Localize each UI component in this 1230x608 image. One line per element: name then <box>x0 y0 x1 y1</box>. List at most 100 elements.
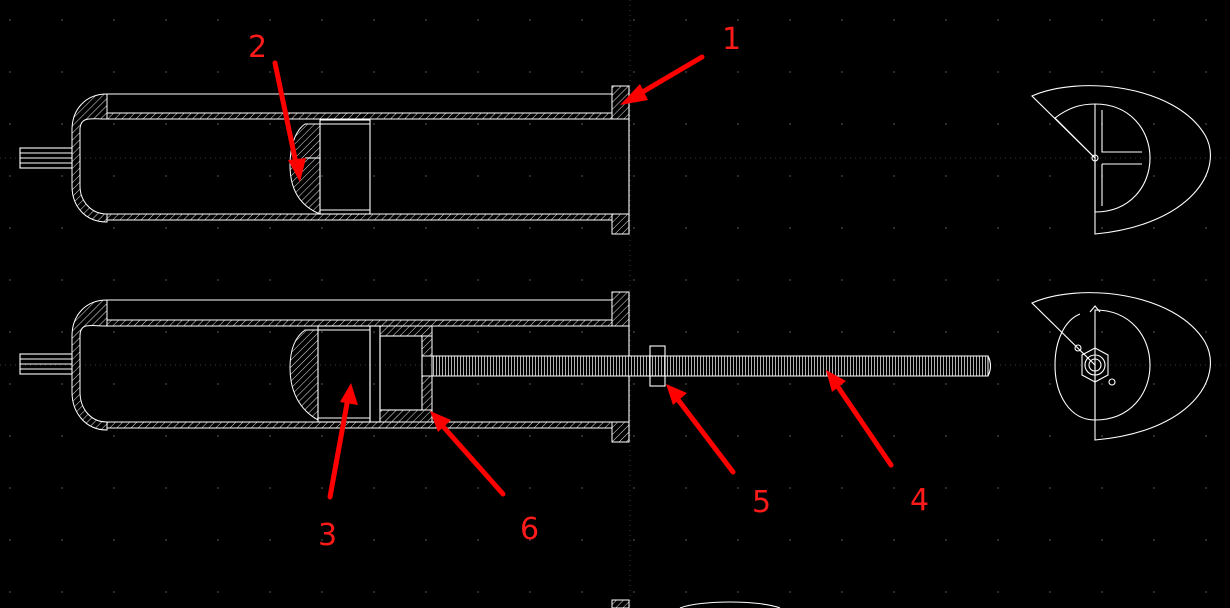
grid-dot <box>1205 19 1207 21</box>
grid-dot <box>1153 487 1155 489</box>
grid-dot <box>9 71 11 73</box>
grid-dot <box>269 539 271 541</box>
grid-dot <box>893 331 895 333</box>
grid-dot <box>945 19 947 21</box>
grid-dot <box>165 19 167 21</box>
grid-dot <box>165 175 167 177</box>
grid-dot <box>633 539 635 541</box>
grid-dot <box>1101 383 1103 385</box>
grid-dot <box>113 331 115 333</box>
end-view-bottom <box>1031 292 1211 441</box>
grid-dot <box>893 591 895 593</box>
grid-dot <box>893 227 895 229</box>
grid-dot <box>425 227 427 229</box>
grid-dot <box>685 383 687 385</box>
grid-dot <box>685 279 687 281</box>
grid-dot <box>581 175 583 177</box>
grid-dot <box>1101 487 1103 489</box>
grid-dot <box>841 71 843 73</box>
grid-dot <box>1101 227 1103 229</box>
grid-dot <box>269 175 271 177</box>
grid-dot <box>425 487 427 489</box>
grid-dot <box>1153 435 1155 437</box>
grid-dot <box>1205 71 1207 73</box>
grid-dot <box>997 383 999 385</box>
grid-dot <box>997 175 999 177</box>
grid-dot <box>9 539 11 541</box>
grid-dot <box>165 123 167 125</box>
grid-dot <box>425 19 427 21</box>
grid-dot <box>529 123 531 125</box>
grid-dot <box>633 435 635 437</box>
grid-dot <box>113 123 115 125</box>
grid-dot <box>997 539 999 541</box>
grid-dot <box>425 279 427 281</box>
grid-dot <box>529 279 531 281</box>
grid-dot <box>997 19 999 21</box>
grid-dot <box>373 123 375 125</box>
grid-dot <box>789 435 791 437</box>
callout-label-1: 1 <box>722 22 741 57</box>
grid-dot <box>841 539 843 541</box>
grid-dot <box>1153 19 1155 21</box>
grid-dot <box>737 383 739 385</box>
grid-dot <box>9 331 11 333</box>
grid-dot <box>1205 331 1207 333</box>
grid-dot <box>1153 123 1155 125</box>
grid-dot <box>893 383 895 385</box>
grid-dot <box>269 71 271 73</box>
grid-dot <box>373 539 375 541</box>
grid-dot <box>1205 227 1207 229</box>
grid-dot <box>685 71 687 73</box>
grid-dot <box>841 591 843 593</box>
grid-dot <box>477 539 479 541</box>
grid-dot <box>581 19 583 21</box>
grid-dot <box>841 279 843 281</box>
grid-dot <box>893 123 895 125</box>
grid-dot <box>789 123 791 125</box>
grid-dot <box>321 279 323 281</box>
callout-arrow-5 <box>673 394 736 475</box>
grid-dot <box>1049 175 1051 177</box>
grid-dot <box>737 591 739 593</box>
grid-dot <box>893 175 895 177</box>
grid-dot <box>633 19 635 21</box>
grid-dot <box>1049 19 1051 21</box>
grid-dot <box>633 71 635 73</box>
grid-dot <box>165 591 167 593</box>
grid-dot <box>1049 539 1051 541</box>
grid-dot <box>1153 227 1155 229</box>
grid-dot <box>113 227 115 229</box>
grid-dot <box>1101 279 1103 281</box>
grid-dot <box>789 19 791 21</box>
grid-dot <box>61 539 63 541</box>
grid-dot <box>529 175 531 177</box>
grid-dot <box>477 383 479 385</box>
grid-dot <box>217 539 219 541</box>
grid-dot <box>9 19 11 21</box>
grid-dot <box>685 435 687 437</box>
grid-dot <box>685 487 687 489</box>
grid-dot <box>477 19 479 21</box>
grid-dot <box>477 435 479 437</box>
grid-dot <box>581 227 583 229</box>
grid-dot <box>321 539 323 541</box>
arrowhead-2 <box>288 158 306 182</box>
grid-dot <box>269 331 271 333</box>
grid-dot <box>425 123 427 125</box>
grid-dot <box>373 591 375 593</box>
grid-dot <box>685 539 687 541</box>
grid-dot <box>217 591 219 593</box>
grid-dot <box>1049 383 1051 385</box>
grid-dot <box>581 123 583 125</box>
grid-dot <box>789 591 791 593</box>
grid-dot <box>1049 487 1051 489</box>
grid-dot <box>9 383 11 385</box>
grid-dot <box>113 539 115 541</box>
grid-dot <box>945 71 947 73</box>
grid-dot <box>61 175 63 177</box>
grid-dot <box>841 123 843 125</box>
grid-dot <box>997 435 999 437</box>
grid-dot <box>945 539 947 541</box>
